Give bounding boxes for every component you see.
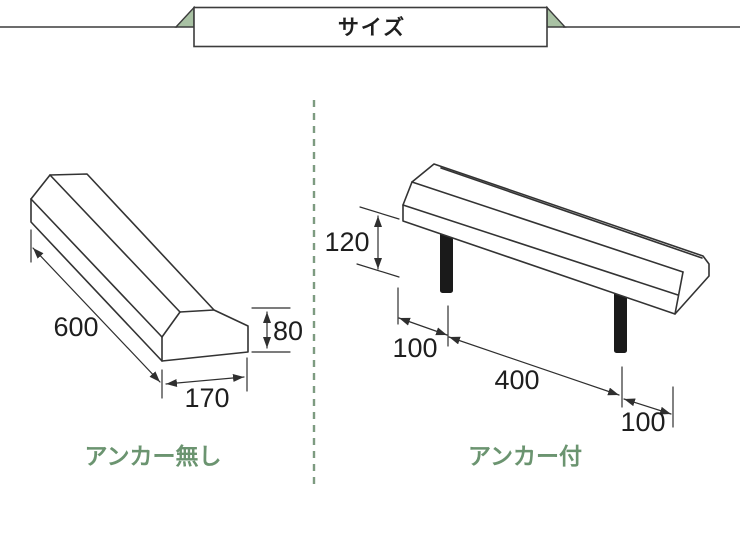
dim-label-length: 600 [53,312,98,342]
diagram-no-anchor: 600 170 80 アンカー無し [30,173,303,469]
dim-label-anchor-length: 120 [324,227,369,257]
label-no-anchor: アンカー無し [84,443,221,469]
dimension-line [448,336,620,396]
edge-bevel-bottom [411,181,684,273]
dimension-line [32,247,161,383]
dim-length-600: 600 [30,229,163,399]
edge-end-cap [674,271,684,315]
dim-anchor-120: 120 [324,206,400,278]
wheel-stop-anchored-edges [402,167,703,315]
edge-top-front [440,167,703,259]
banner-box [193,6,548,48]
dim-width-170: 170 [165,357,248,413]
dim-right-offset-100: 100 [620,386,674,437]
page-title: サイズ [338,16,406,40]
dim-label-width: 170 [184,383,229,413]
edge-shoulder [402,204,679,296]
dim-left-offset-100: 100 [392,287,449,363]
dim-label-height: 80 [273,316,303,346]
anchor-pin-left [440,228,453,293]
wheel-stop-body-anchored [402,163,710,315]
dim-label-right-offset: 100 [620,407,665,437]
dimension-line [398,317,448,336]
dim-label-pin-spacing: 400 [494,365,539,395]
anchor-pin-right [614,285,627,353]
banner-fold-right [546,5,567,28]
dim-pin-spacing-400: 400 [448,336,623,408]
label-with-anchor: アンカー付 [468,443,582,469]
edge-bevel-near [161,311,181,338]
tick-line [359,206,400,220]
dimension-line [623,398,672,415]
dim-height-80: 80 [251,307,303,353]
dimension-line [165,373,245,388]
edge-top-near [179,309,215,313]
dim-label-left-offset: 100 [392,333,437,363]
title-banner: サイズ [0,5,740,48]
tick-line [356,263,400,278]
banner-fold-left [174,5,195,28]
diagram-with-anchor: 120 100 400 100 アンカー付 [324,163,710,469]
